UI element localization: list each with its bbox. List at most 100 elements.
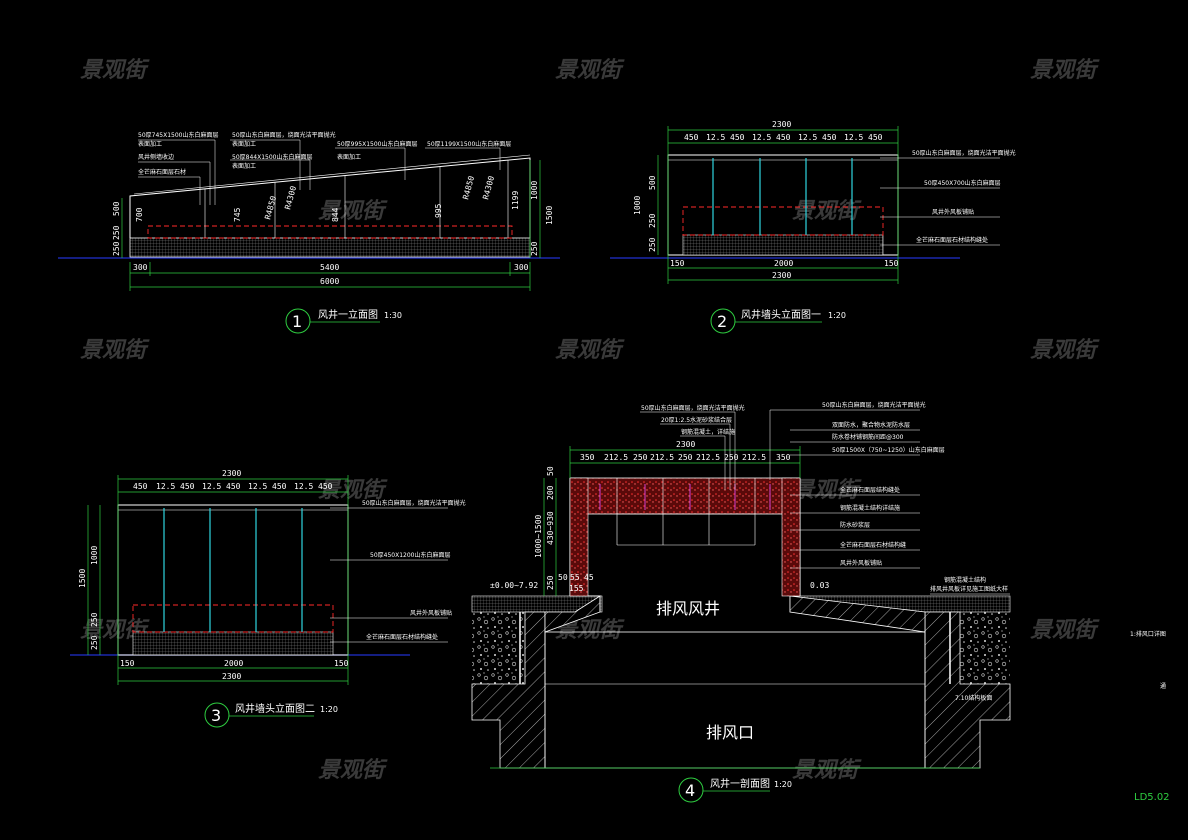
dim: 350 [580,453,595,462]
note: 风井外风板铺贴 [932,208,974,216]
watermark-text: 景观街 [1030,338,1100,363]
level-mark: 0.03 [810,581,829,590]
exhaust-opening [544,631,926,769]
elevation-view-1: 700 745 844 995 1199 R4850 R4300 R4850 R… [58,131,560,334]
sheet-code: LD5.02 [1134,792,1170,803]
note: 风井外风板铺贴 [840,559,882,567]
watermark-text: 景观街 [555,338,625,363]
leader-lines-3 [330,507,448,643]
notes-1: 50厚745X1500山东白麻面层 表面加工 风井侧墙收边 全芒麻石面层石材 5… [138,131,511,176]
dim: 350 [776,453,791,462]
note: 50厚山东白麻面层，烧面光洁平面抛光 [641,404,745,412]
note: 50厚844X1500山东白麻面层 [232,153,312,161]
note: 50厚1199X1500山东白麻面层 [427,140,511,148]
panel-joints [712,158,853,235]
note: 表面加工 [232,140,256,148]
view-number-circle [285,308,311,334]
dim: 1000 [633,196,642,215]
dim-radius: R4300 [481,175,496,201]
dim-700: 700 [135,207,144,222]
dim: 2000 [774,259,793,268]
dim: 450 [776,133,791,142]
view-scale: 1:30 [384,311,402,320]
dim-radius: R4850 [461,175,476,201]
dim-250: 250 [112,225,121,240]
watermark-text: 景观街 [80,338,150,363]
note: 50厚745X1500山东白麻面层 [138,131,218,139]
note: 钢筋混凝土，详结施 [681,428,735,436]
watermark-text: 景观街 [792,758,862,783]
watermark-text: 景观街 [555,58,625,83]
dim: 1000 [90,546,99,565]
wall-outline-dashed [147,225,513,239]
dim-250: 250 [112,241,121,256]
dim-radius: R4850 [263,195,278,221]
dim-1199: 1199 [511,191,520,210]
dim-2300: 2300 [222,469,241,478]
dim-6000: 6000 [320,277,339,286]
dim: 450 [822,133,837,142]
view-number: 1 [292,312,302,331]
dim: 150 [670,259,685,268]
note: 50厚山东白麻面层，烧面光洁平面抛光 [362,499,466,507]
leader-lines-1 [138,139,501,205]
level-mark: ±0.00~7.92 [490,581,538,590]
level-mark: 7.10结构板面 [955,694,992,702]
dim: 45 [584,573,594,582]
leader-lines-2 [880,157,1000,246]
elevation-view-3: 2300 450 12.5 450 12.5 450 12.5 450 12.5… [70,469,466,728]
dim: 50 [546,466,555,476]
note: 钢筋混凝土结构 [944,576,986,584]
dim-1000: 1000 [530,181,539,200]
dim: 250 [546,575,555,590]
dim: 250 [678,453,693,462]
wall-cladding-right [781,477,801,597]
view-number: 3 [211,706,221,725]
note: 全芒麻石面层石材结构缝处 [366,633,438,641]
note: 50厚995X1500山东白麻面层 [337,140,417,148]
dim: 12.5 [294,482,313,491]
dim: 250 [633,453,648,462]
watermark-text: 景观街 [80,58,150,83]
dim: 500 [648,175,657,190]
dim: 212.5 [604,453,628,462]
section-label-outlet: 排风口 [706,723,754,742]
dim: 12.5 [798,133,817,142]
dim: 155 [569,584,584,593]
wall-outline-dashed [132,604,334,633]
note: 排风井风板详见施工图纸大样 [930,585,1008,593]
view-number-circle [204,702,230,728]
dim: 1500 [78,569,87,588]
dim-lines-2 [657,126,899,284]
dim-2300: 2300 [222,672,241,681]
note: 双面防水，聚合物水泥防水层 [832,421,910,429]
grille-cap [569,477,801,515]
dim: 12.5 [156,482,175,491]
view-scale: 1:20 [828,311,846,320]
dim-1500: 1500 [545,206,554,225]
note: 风井外风板铺贴 [410,609,452,617]
dim: 150 [120,659,135,668]
dim-lines-1 [121,160,541,291]
watermark-text: 景观街 [1030,618,1100,643]
dim: 150 [334,659,349,668]
dim: 150 [884,259,899,268]
dim-lines-3 [87,475,349,685]
view-title: 风井墙头立面图一 [741,308,821,321]
section-view-4: 排风风井 排风口 2300 350 212.5 250 212.5 250 21… [471,401,1011,803]
dim: 12.5 [706,133,725,142]
note: 表面加工 [337,153,361,161]
dim: 450 [684,133,699,142]
edge-mark: 通 [1160,682,1166,690]
dim: 2000 [224,659,243,668]
dim: 450 [868,133,883,142]
dim: 250 [724,453,739,462]
dim-300: 300 [133,263,148,272]
note: 风井侧墙收边 [138,153,174,161]
dim: 1000~1500 [534,514,543,558]
dim: 430~930 [546,511,555,545]
note: 全芒麻石面层石材 [138,168,186,176]
dim: 12.5 [844,133,863,142]
dim: 212.5 [650,453,674,462]
